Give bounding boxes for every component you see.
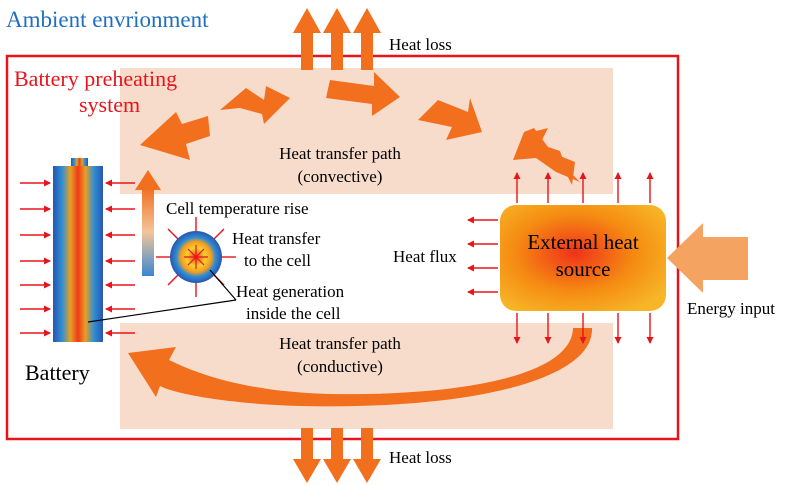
heat-loss-bottom-label: Heat loss [389,448,452,467]
conductive-label-line2: (conductive) [297,357,383,376]
convective-arrow-5 [140,112,210,160]
external-source-line1: External heat [527,230,639,254]
convective-arrow-1b [513,128,580,182]
heat-flux-label: Heat flux [393,247,457,266]
system-label-line2: system [79,92,140,117]
convective-label-line2: (convective) [298,167,383,186]
convective-arrow-3 [326,72,400,116]
external-source-line2: source [556,257,611,281]
heat-generation-line2: inside the cell [246,304,341,323]
heat-generation-leaders [87,269,237,323]
heat-generation-line1: Heat generation [236,282,345,301]
temperature-rise-arrow [135,170,161,276]
conductive-arrow [128,328,593,407]
convective-label-line1: Heat transfer path [279,144,401,163]
system-label-line1: Battery preheating [14,66,177,91]
energy-input-arrow [667,223,748,293]
battery-body [53,166,103,342]
convective-arrow-2 [418,98,482,140]
conductive-label-line1: Heat transfer path [279,334,401,353]
battery-heat-arrows [20,179,135,337]
cell-internal-rays [184,245,208,269]
heat-loss-top-label: Heat loss [389,35,452,54]
heat-to-cell-line2: to the cell [244,251,311,270]
cell-temp-rise-label: Cell temperature rise [166,199,309,218]
ambient-environment-label: Ambient envrionment [6,7,209,32]
convective-arrows [140,72,580,185]
heat-to-cell-line1: Heat transfer [232,229,321,248]
battery-label: Battery [25,360,90,385]
battery-terminal [71,158,88,168]
external-heat-source [500,205,666,311]
heat-flux-arrows [467,172,654,344]
heat-loss-top-arrows [293,8,381,70]
energy-input-label: Energy input [687,299,775,318]
convective-arrow-4 [220,86,290,124]
heat-loss-bottom-arrows [293,428,381,483]
